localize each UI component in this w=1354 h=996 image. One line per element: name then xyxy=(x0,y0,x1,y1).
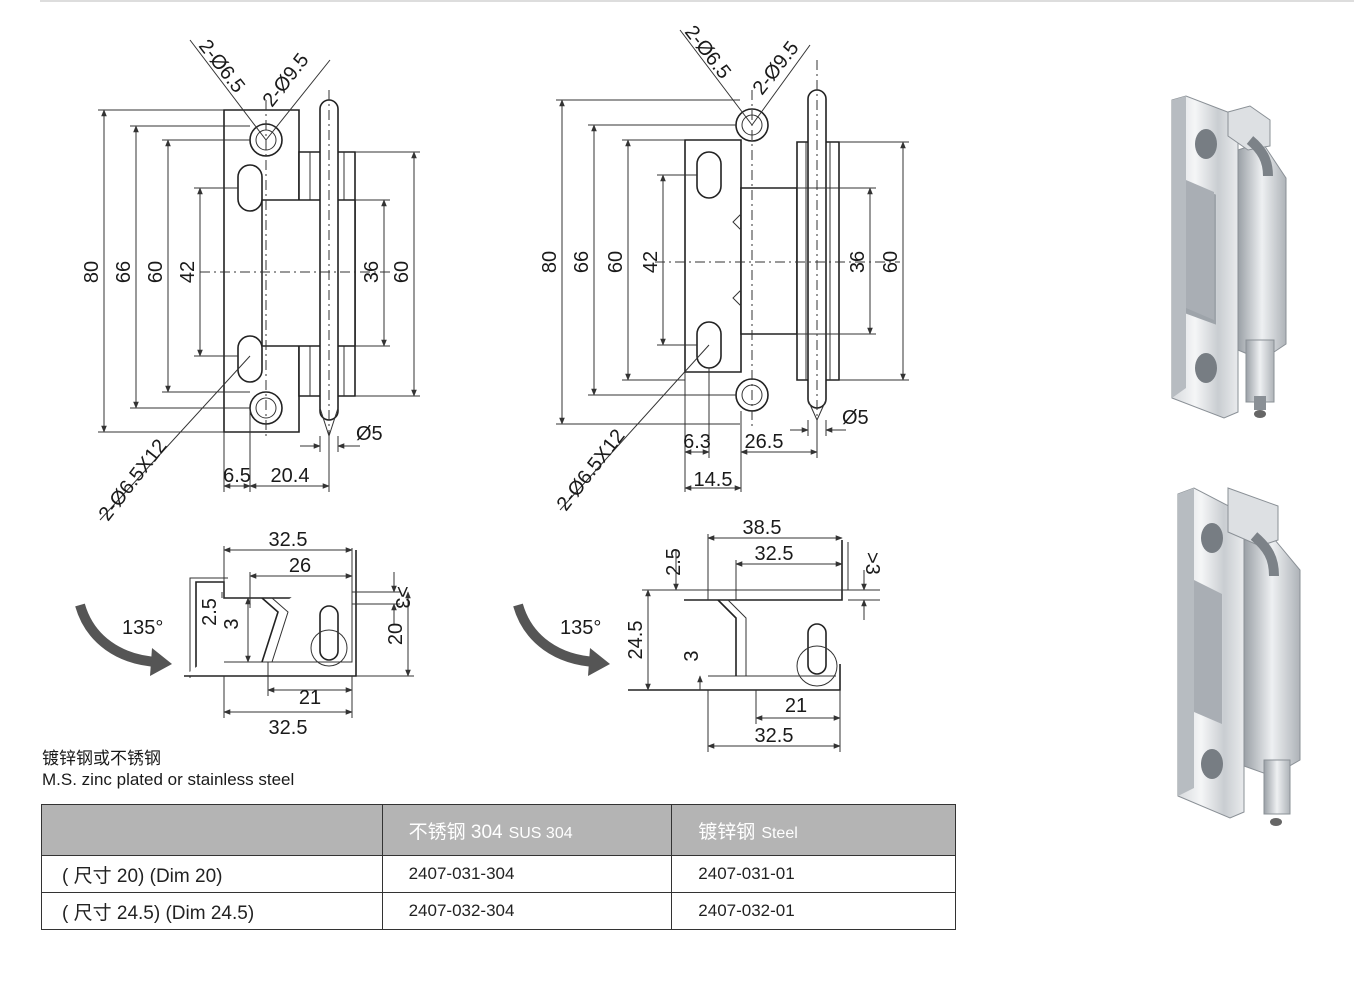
front-view-b: 80 66 60 42 36 60 6.3 26.5 14.5 Ø5 2-Ø6.… xyxy=(539,22,909,515)
dim-pin-d5: Ø5 xyxy=(842,407,869,429)
row-steel-code: 2407-032-01 xyxy=(671,892,956,930)
dim-top-inner: 32.5 xyxy=(755,543,794,565)
material-english: M.S. zinc plated or stainless steel xyxy=(42,770,295,789)
hole-label-6-5: 2-Ø6.5 xyxy=(194,36,249,98)
angle-135: 135° xyxy=(560,617,601,639)
front-view-a: 80 66 60 42 36 60 6.5 20.4 Ø5 2-Ø6.5 2-Ø… xyxy=(81,36,420,525)
dim-gap: >3 xyxy=(861,552,883,575)
header-sus304-cn: 不锈钢 304 xyxy=(408,821,503,843)
dim-6-3: 6.3 xyxy=(683,431,711,453)
dim-26-5: 26.5 xyxy=(745,431,784,453)
dim-60: 60 xyxy=(605,251,627,273)
slot-label: 2-Ø6.5X12 xyxy=(553,425,630,515)
dim-bottom-inner: 21 xyxy=(299,687,321,709)
row-steel-code: 2407-031-01 xyxy=(671,855,956,893)
dim-42: 42 xyxy=(177,261,199,283)
dim-60b: 60 xyxy=(880,251,902,273)
hole-label-9-5: 2-Ø9.5 xyxy=(259,49,314,111)
side-view-b: 135° 38.5 32.5 >3 xyxy=(518,517,883,752)
dim-height: 24.5 xyxy=(625,621,647,660)
dim-60: 60 xyxy=(145,261,167,283)
side-view-a: 135° xyxy=(80,529,414,739)
dim-20-4: 20.4 xyxy=(271,465,310,487)
dim-small2: 3 xyxy=(681,650,703,661)
header-steel-en: Steel xyxy=(761,824,798,842)
header-steel-cn: 镀锌钢 xyxy=(698,821,756,843)
header-sus304: 不锈钢 304 SUS 304 xyxy=(381,804,673,856)
row-dim: ( 尺寸 24.5) (Dim 24.5) xyxy=(41,892,383,930)
header-sus304-en: SUS 304 xyxy=(508,824,573,842)
dim-36: 36 xyxy=(847,251,869,273)
dim-pin-d5: Ø5 xyxy=(356,423,383,445)
hole-label-6-5: 2-Ø6.5 xyxy=(680,22,735,84)
spec-table: 不锈钢 304 SUS 304 镀锌钢 Steel ( 尺寸 20) (Dim 20… xyxy=(41,804,956,930)
table-row: ( 尺寸 24.5) (Dim 24.5) 2407-032-304 2407-… xyxy=(41,892,956,930)
row-dim: ( 尺寸 20) (Dim 20) xyxy=(41,855,383,893)
row-sus-code: 2407-031-304 xyxy=(381,855,673,893)
hinge-render-bottom xyxy=(1178,488,1300,826)
row-sus-code: 2407-032-304 xyxy=(381,892,673,930)
dim-small: 2.5 xyxy=(199,598,221,626)
dim-60b: 60 xyxy=(391,261,413,283)
header-empty xyxy=(41,804,383,856)
dim-top-outer: 38.5 xyxy=(743,517,782,539)
dim-bottom-inner: 21 xyxy=(785,695,807,717)
dim-80: 80 xyxy=(81,261,103,283)
dim-bottom-outer: 32.5 xyxy=(269,717,308,739)
header-steel: 镀锌钢 Steel xyxy=(671,804,956,856)
dim-height: 20 xyxy=(385,623,407,645)
dim-36: 36 xyxy=(361,261,383,283)
dim-bottom-outer: 32.5 xyxy=(755,725,794,747)
dim-66: 66 xyxy=(571,251,593,273)
dim-top-inner: 26 xyxy=(289,555,311,577)
dim-gap: >3 xyxy=(391,586,413,609)
table-row: ( 尺寸 20) (Dim 20) 2407-031-304 2407-031-… xyxy=(41,855,956,893)
material-chinese: 镀锌钢或不锈钢 xyxy=(42,749,161,768)
dim-14-5: 14.5 xyxy=(694,469,733,491)
hinge-render-top xyxy=(1172,96,1286,418)
dim-small: 2.5 xyxy=(663,548,685,576)
hole-label-9-5: 2-Ø9.5 xyxy=(749,37,804,99)
slot-label: 2-Ø6.5X12 xyxy=(95,435,172,525)
dim-66: 66 xyxy=(113,261,135,283)
dim-42: 42 xyxy=(640,251,662,273)
dim-top-outer: 32.5 xyxy=(269,529,308,551)
dim-6-5: 6.5 xyxy=(223,465,251,487)
dim-small2: 3 xyxy=(221,618,243,629)
angle-135: 135° xyxy=(122,617,163,639)
table-header-row: 不锈钢 304 SUS 304 镀锌钢 Steel xyxy=(41,804,956,856)
dim-80: 80 xyxy=(539,251,561,273)
